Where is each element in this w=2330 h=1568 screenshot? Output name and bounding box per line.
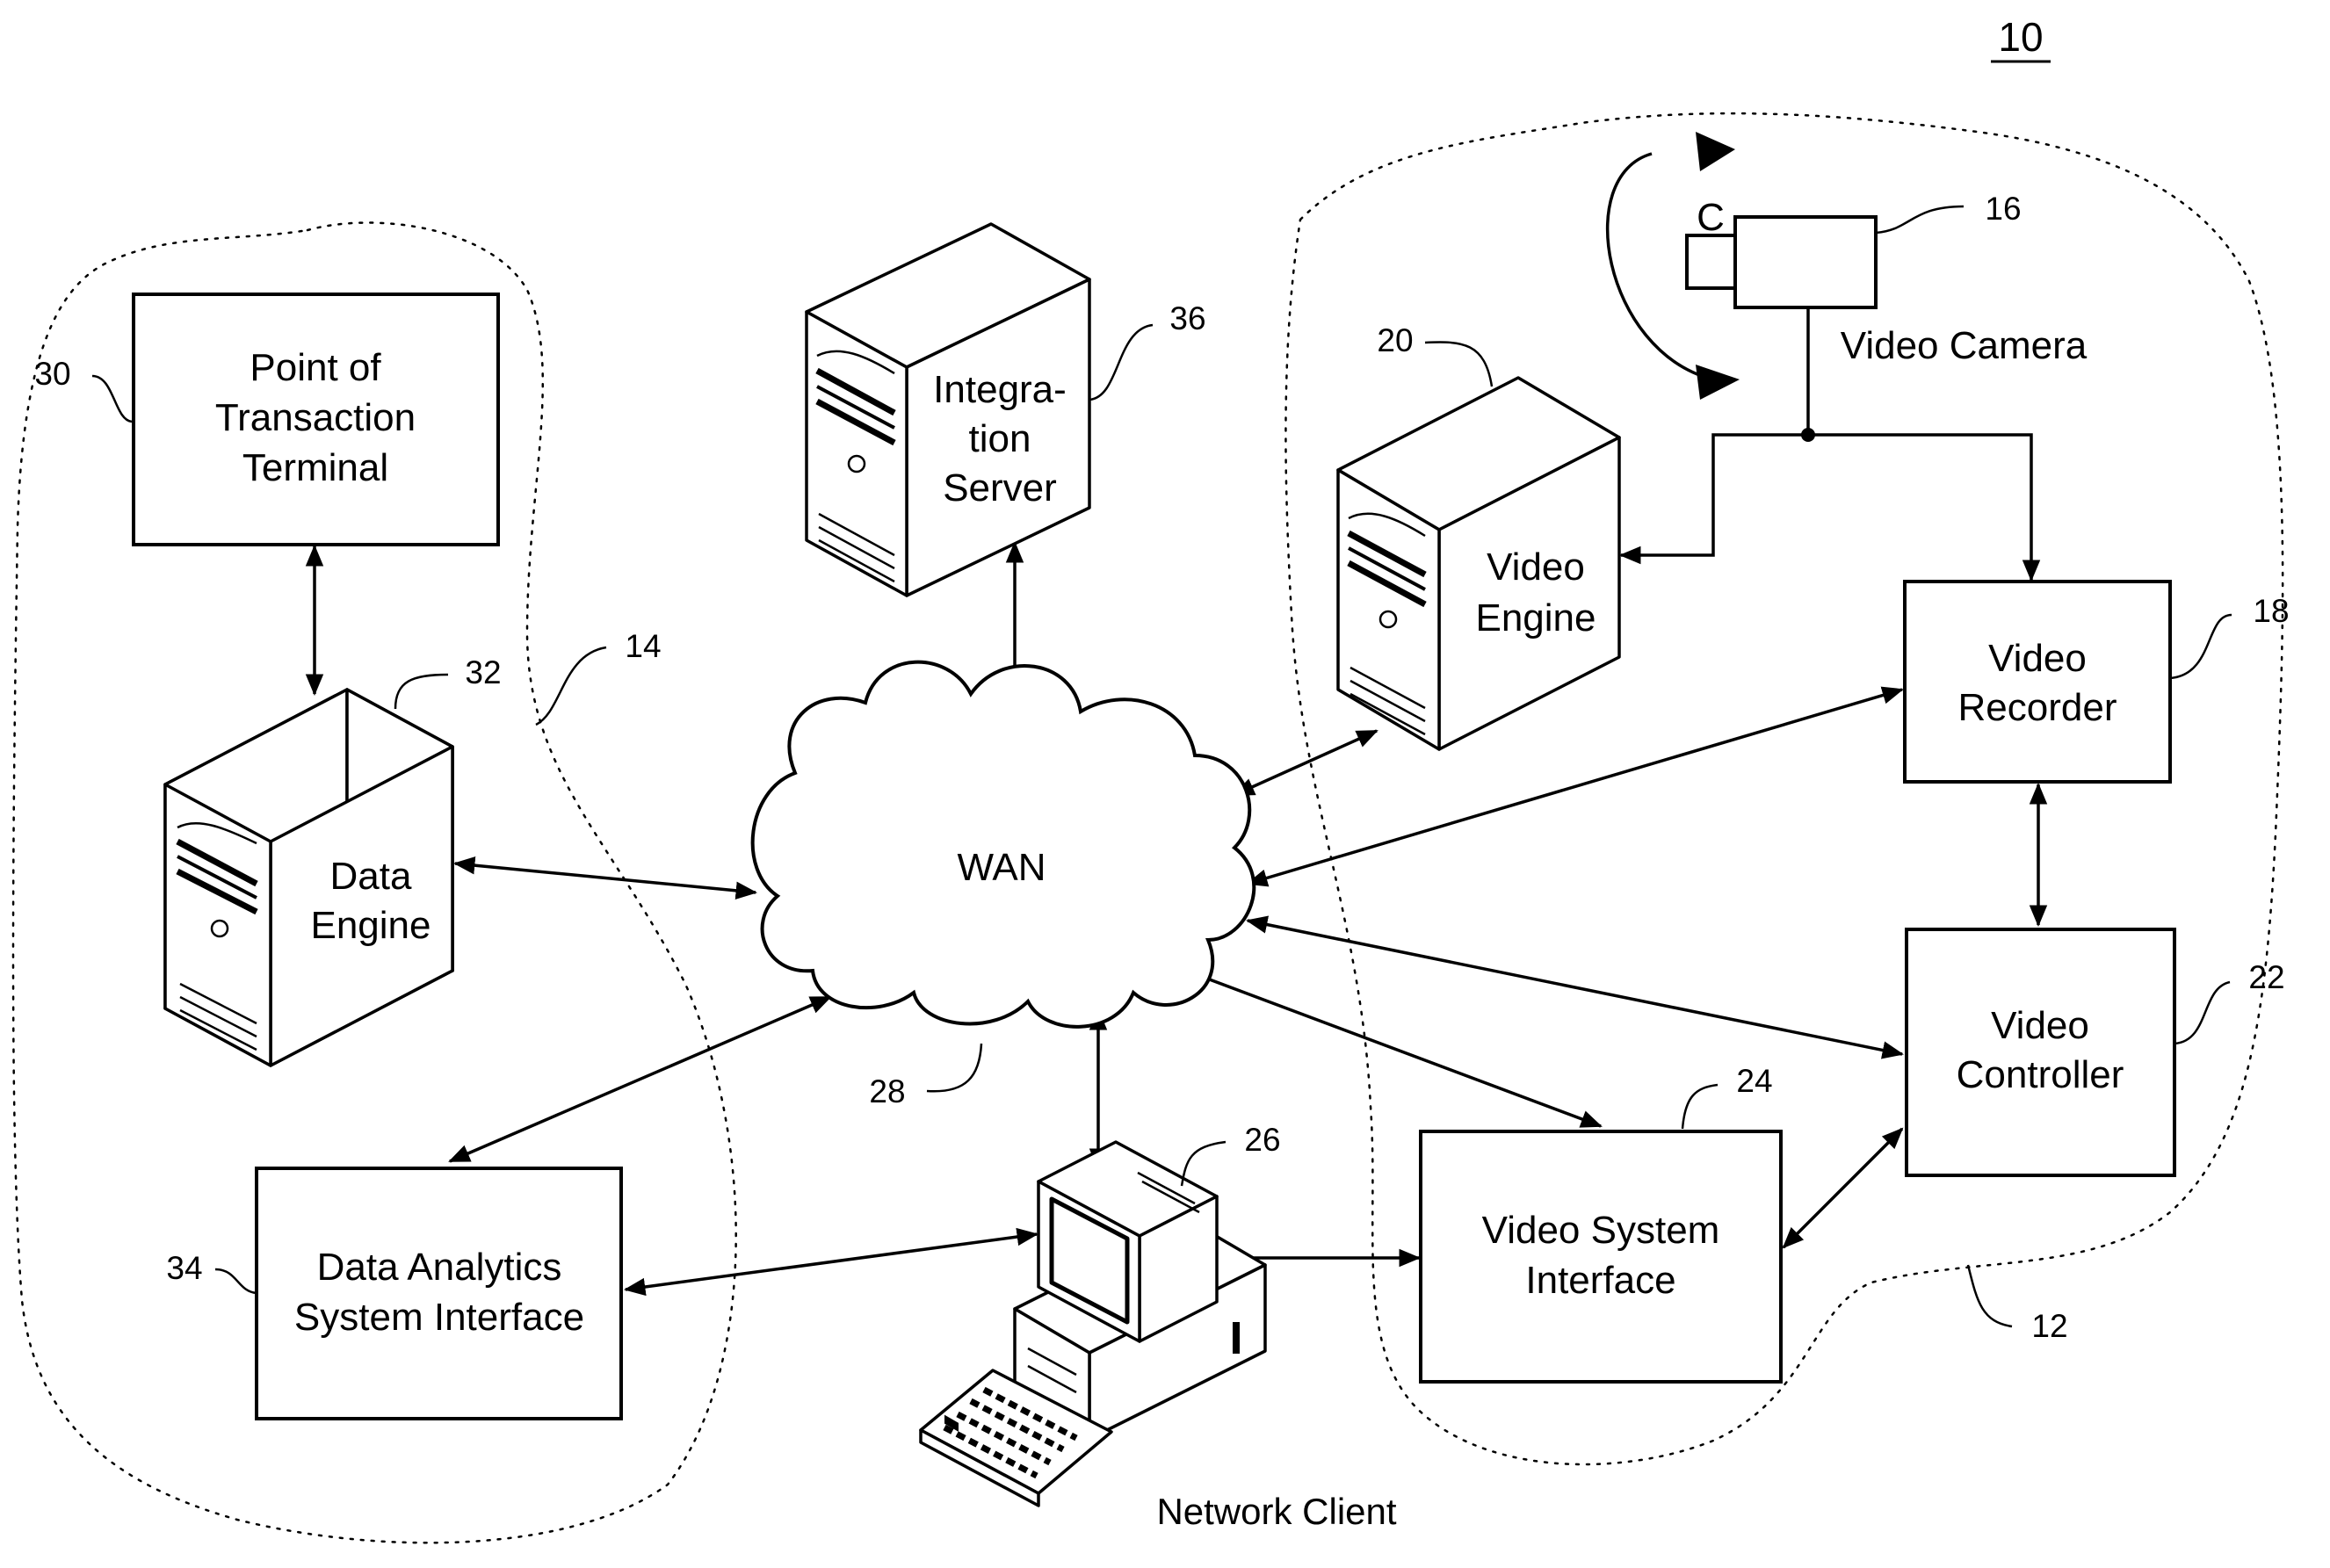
ref-14: 14 <box>625 628 661 664</box>
svg-text:Recorder: Recorder <box>1958 686 2117 729</box>
svg-text:WAN: WAN <box>957 846 1046 889</box>
ref-leader-12 <box>1968 1265 2012 1326</box>
video-recorder: Video Recorder <box>1905 582 2170 782</box>
video-engine: Video Engine <box>1338 378 1619 749</box>
point-of-transaction-terminal: Point of Transaction Terminal <box>134 294 498 545</box>
ref-36: 36 <box>1169 300 1205 336</box>
arrow-wan-video-system-interface <box>1186 971 1601 1126</box>
svg-text:Video: Video <box>1991 1004 2089 1047</box>
data-engine: Data Engine <box>165 690 452 1066</box>
svg-text:C: C <box>1697 196 1725 239</box>
video-camera: C Video Camera <box>1608 132 2088 400</box>
ref-26: 26 <box>1244 1122 1280 1158</box>
figure-number: 10 <box>1991 14 2051 61</box>
wan-cloud: WAN <box>753 662 1255 1027</box>
ref-leader-34 <box>215 1269 257 1293</box>
ref-leader-30 <box>92 376 132 422</box>
svg-text:Controller: Controller <box>1957 1053 2124 1096</box>
ref-16: 16 <box>1985 191 2021 227</box>
ref-22: 22 <box>2248 959 2284 995</box>
network-client: Network Client <box>921 1142 1397 1532</box>
camera-split-junction <box>1801 428 1815 442</box>
ref-leader-32 <box>395 675 448 709</box>
arrow-camera-video-recorder <box>1808 435 2031 580</box>
svg-text:Video Camera: Video Camera <box>1841 324 2088 367</box>
ref-24: 24 <box>1736 1063 1772 1099</box>
arrow-wan-data-analytics <box>450 997 830 1161</box>
ref-leader-20 <box>1425 343 1492 387</box>
ref-28: 28 <box>869 1073 905 1109</box>
svg-text:Integra-: Integra- <box>933 368 1067 411</box>
arrow-interface-controller <box>1784 1129 1902 1247</box>
ref-leader-36 <box>1089 325 1153 400</box>
ref-20: 20 <box>1377 322 1413 358</box>
ref-leader-16 <box>1876 206 1964 233</box>
arrow-wan-video-controller <box>1248 921 1902 1054</box>
svg-text:Point of: Point of <box>250 346 381 389</box>
arrow-wan-video-recorder <box>1248 690 1902 884</box>
video-system-interface: Video System Interface <box>1421 1131 1781 1382</box>
arrow-camera-video-engine <box>1621 307 1808 555</box>
video-controller: Video Controller <box>1907 929 2174 1175</box>
arrow-client-data-analytics <box>626 1234 1037 1290</box>
ref-12: 12 <box>2031 1308 2067 1344</box>
svg-text:Transaction: Transaction <box>215 396 416 439</box>
svg-text:Interface: Interface <box>1525 1259 1675 1302</box>
ref-34: 34 <box>166 1250 202 1286</box>
svg-text:Network Client: Network Client <box>1156 1491 1396 1532</box>
svg-text:Engine: Engine <box>310 904 431 947</box>
ref-18: 18 <box>2253 593 2289 629</box>
svg-text:Video System: Video System <box>1482 1209 1720 1252</box>
ref-30: 30 <box>34 356 70 392</box>
svg-text:System Interface: System Interface <box>294 1296 584 1339</box>
svg-text:Engine: Engine <box>1475 596 1596 639</box>
ref-leader-24 <box>1682 1085 1718 1129</box>
svg-text:Data: Data <box>330 855 412 898</box>
ref-leader-18 <box>2170 615 2232 678</box>
svg-text:Video: Video <box>1487 546 1585 589</box>
svg-text:tion: tion <box>969 417 1031 460</box>
ref-leader-14 <box>536 647 606 725</box>
arrow-data-engine-wan <box>455 863 756 892</box>
ref-leader-22 <box>2174 982 2230 1044</box>
ref-leader-28 <box>927 1044 981 1091</box>
svg-text:Video: Video <box>1988 637 2087 680</box>
svg-text:10: 10 <box>1998 14 2043 60</box>
ref-32: 32 <box>465 654 501 690</box>
data-analytics-system-interface: Data Analytics System Interface <box>257 1168 621 1419</box>
svg-text:Data Analytics: Data Analytics <box>317 1246 562 1289</box>
arrow-wan-video-engine <box>1234 731 1377 795</box>
svg-text:Server: Server <box>943 466 1057 509</box>
svg-text:Terminal: Terminal <box>242 446 388 489</box>
integration-server: Integra- tion Server <box>807 224 1089 596</box>
